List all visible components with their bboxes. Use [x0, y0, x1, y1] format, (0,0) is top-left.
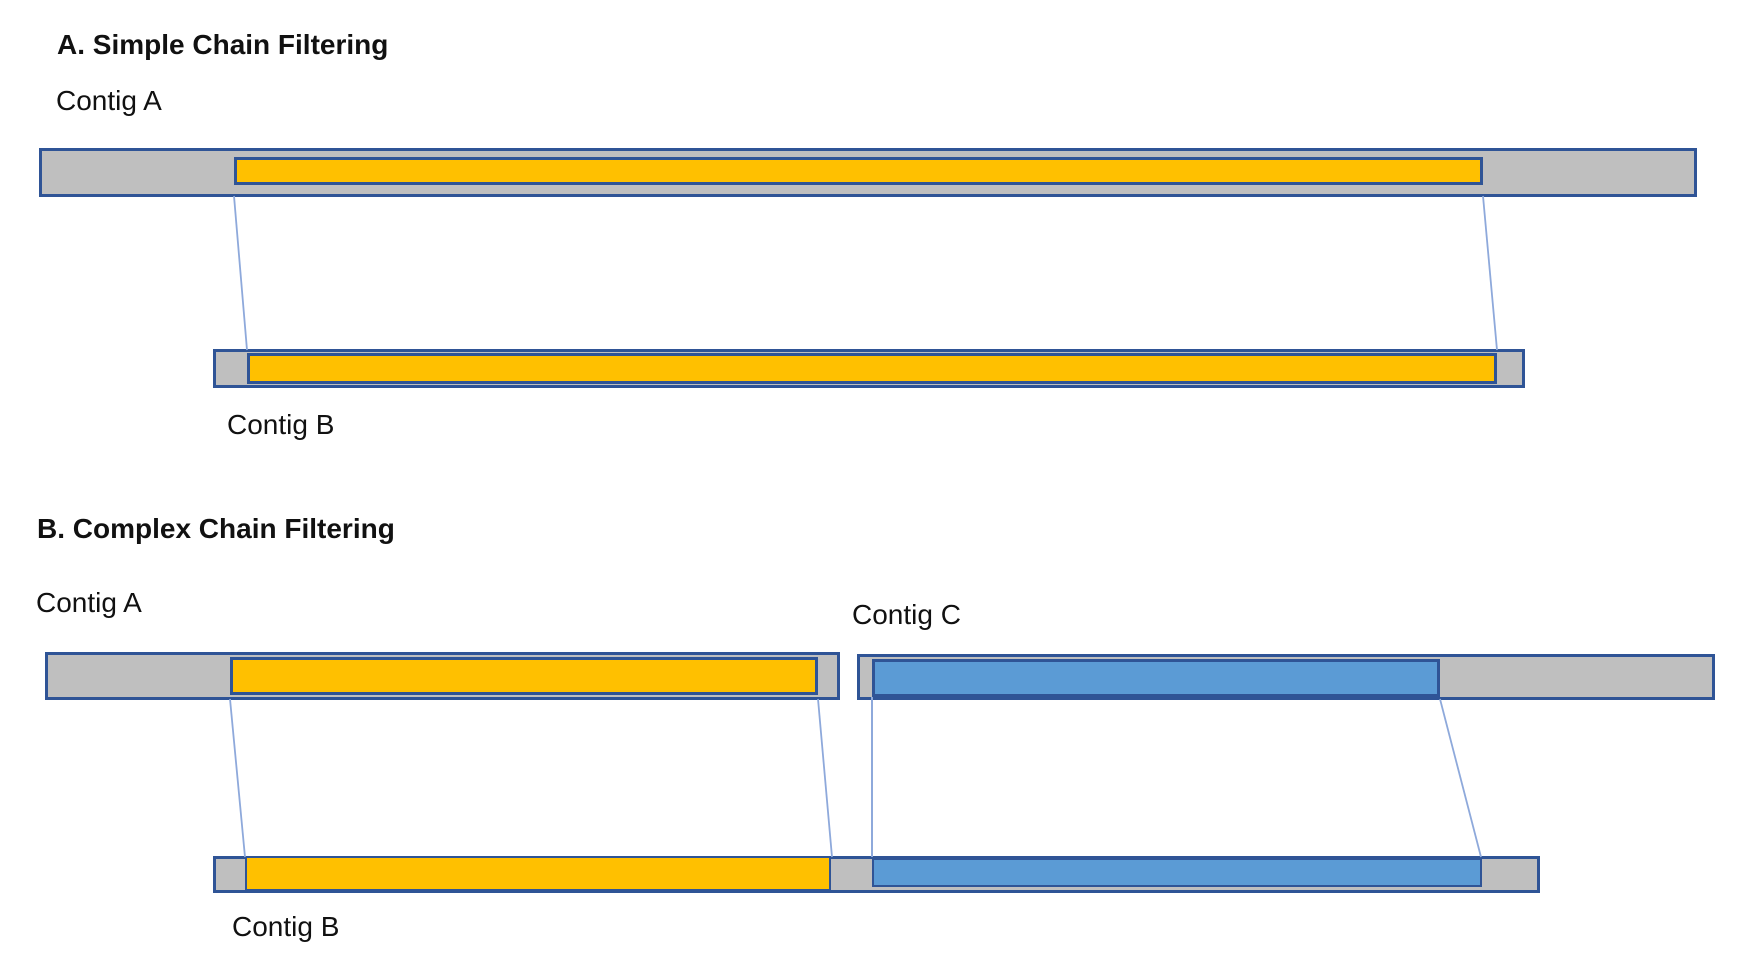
panel-b-connector-c-right [1439, 698, 1482, 858]
panel-a-contig-a-aligned-region [234, 157, 1483, 185]
panel-b-connector-a-left [229, 698, 246, 858]
panel-b-contig-b-aligned-region-blue [872, 858, 1482, 887]
panel-b-contig-a-label: Contig A [36, 587, 142, 618]
panel-a-connector-right [1482, 195, 1498, 351]
panel-b-contig-b-label: Contig B [232, 911, 340, 942]
panel-a-contig-a-label: Contig A [56, 85, 162, 116]
panel-b-contig-a-aligned-region [230, 657, 818, 695]
panel-b-title: B. Complex Chain Filtering [37, 513, 395, 544]
panel-b-contig-c-aligned-region [872, 659, 1440, 697]
panel-b-connector-a-right [817, 698, 833, 858]
panel-a-connector-left [233, 195, 248, 351]
panel-b-contig-c-label: Contig C [852, 599, 961, 630]
panel-a-title: A. Simple Chain Filtering [57, 29, 389, 60]
panel-b-contig-b-aligned-region-yellow [245, 856, 831, 891]
panel-a-contig-b-aligned-region [247, 353, 1497, 384]
panel-a-contig-b-label: Contig B [227, 409, 335, 440]
